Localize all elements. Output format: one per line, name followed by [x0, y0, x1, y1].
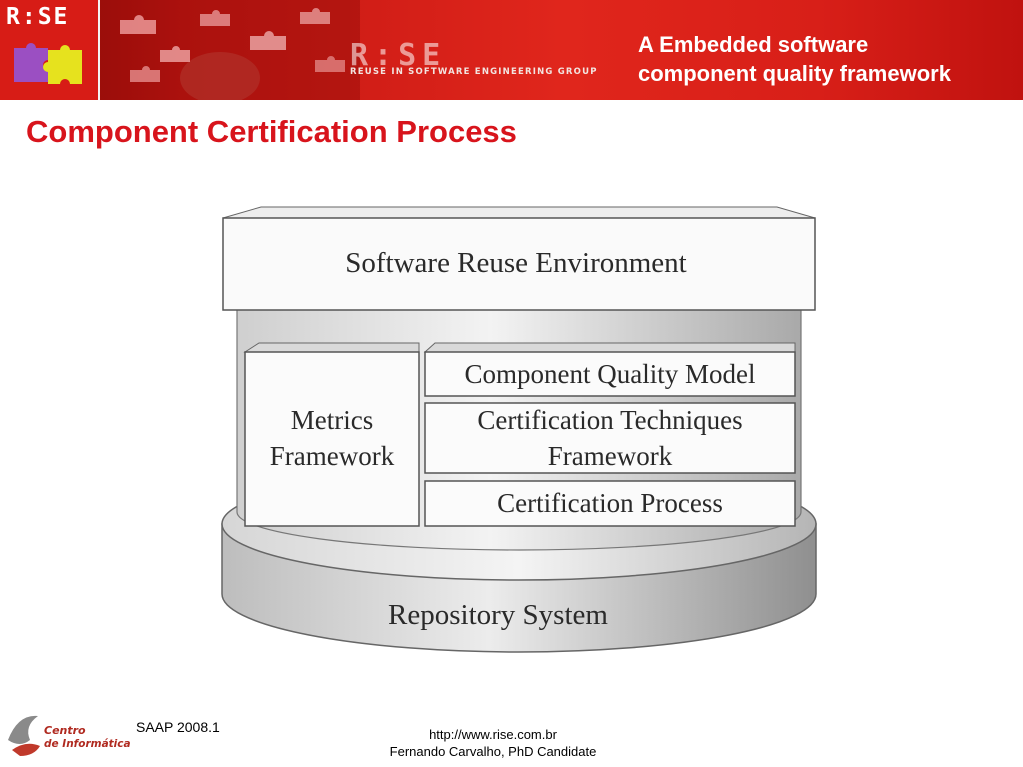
footer-logo-line1: Centro — [44, 724, 86, 737]
certification-techniques-label-line1: Certification Techniques — [477, 405, 742, 435]
certification-techniques-label-line2: Framework — [548, 441, 673, 471]
certification-process-label: Certification Process — [497, 488, 723, 518]
banner-brand-text: R:SE — [350, 38, 447, 73]
footer-logo-line2: de Informática — [44, 738, 131, 750]
repository-system-label: Repository System — [388, 599, 608, 631]
presentation-title-line1: A Embedded software — [638, 32, 869, 57]
footer-author: Fernando Carvalho, PhD Candidate — [389, 744, 597, 759]
metrics-framework-box: Metrics Framework — [243, 342, 420, 527]
architecture-diagram: Repository System Software Reuse Environ… — [221, 206, 817, 653]
metrics-framework-label-line2: Framework — [270, 441, 395, 471]
footer-url-link[interactable]: http://www.rise.com.br — [429, 727, 557, 742]
rise-logo[interactable]: R:SE — [0, 0, 100, 100]
presentation-title: A Embedded software component quality fr… — [638, 30, 1018, 88]
puzzle-logo-icon — [14, 43, 82, 84]
footer-credits: http://www.rise.com.br Fernando Carvalho… — [343, 726, 643, 760]
centro-informatica-logo-icon[interactable]: Centro de Informática — [4, 710, 132, 762]
component-quality-model-label: Component Quality Model — [465, 359, 756, 389]
component-quality-model-box: Component Quality Model — [423, 342, 796, 397]
header-banner: R:SE R:SE REUSE IN SOFTWARE ENGINEERING … — [0, 0, 1023, 100]
banner-tagline: REUSE IN SOFTWARE ENGINEERING GROUP — [350, 67, 598, 77]
rise-logo-text: R:SE — [6, 4, 70, 30]
certification-techniques-framework-box: Certification Techniques Framework — [424, 402, 796, 474]
metrics-framework-label-line1: Metrics — [291, 405, 373, 435]
presentation-title-line2: component quality framework — [638, 61, 951, 86]
event-label: SAAP 2008.1 — [136, 719, 220, 735]
software-reuse-environment-layer: Software Reuse Environment — [222, 206, 816, 311]
slide-title: Component Certification Process — [26, 114, 517, 149]
certification-process-box: Certification Process — [424, 480, 796, 527]
software-reuse-environment-label: Software Reuse Environment — [345, 247, 686, 279]
puzzle-pieces-art-icon — [100, 0, 360, 100]
